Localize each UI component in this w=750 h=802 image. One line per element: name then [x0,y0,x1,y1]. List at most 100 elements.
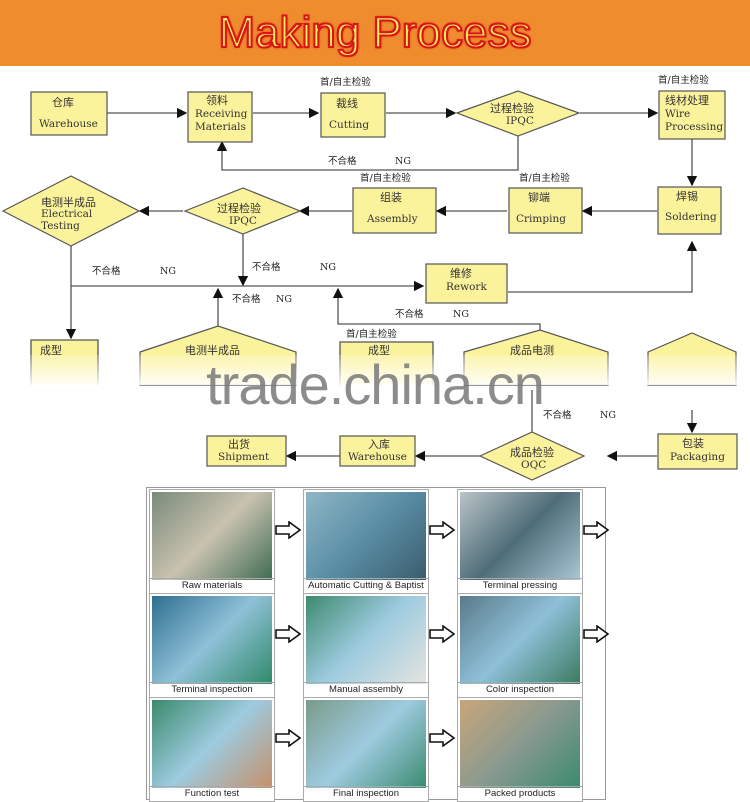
node-wire-processing: 线材处理 Wire Processing [658,90,726,140]
node-soldering: 焊锡 Soldering [657,186,722,235]
node-shipment: 出货 Shipment [206,435,287,467]
process-photo [460,492,580,580]
node-crimping: 铆端 Crimping [508,187,583,234]
photo-caption: Color inspection [458,682,582,697]
first-inspection-label: 首/自主检验 [658,74,709,86]
photo-caption: Raw materials [150,578,274,593]
node-label-cn: 电测半成品 [41,195,96,209]
node-label-cn: 过程检验 [217,201,261,215]
right-outline-arrow-icon [429,625,455,643]
node-label-en: Shipment [218,451,270,463]
fail-label: 不合格 [92,265,121,277]
node-ipqc-2: 过程检验 IPQC [183,187,302,235]
process-flowchart: 仓库 Warehouse 领料 Receiving Materials 首/自主… [1,74,738,481]
photo-cell: Color inspection [457,593,583,698]
ng-label: NG [160,266,176,277]
process-photo [152,492,272,580]
right-outline-arrow-icon [275,625,301,643]
node-label-cn: 焊锡 [676,189,698,203]
fail-label: 不合格 [232,293,261,305]
right-outline-arrow-icon [583,521,609,539]
node-label-en: Cutting [329,119,369,131]
fail-label: 不合格 [395,308,424,320]
node-label-cn: 出货 [228,437,250,451]
node-packaging: 包装 Packaging [657,433,738,470]
first-inspection-label: 首/自主检验 [360,172,411,184]
node-cutting: 裁线 Cutting [320,92,386,138]
photo-cell: Manual assembly [303,593,429,698]
photo-cell: Raw materials [149,489,275,594]
node-label-cn: 领料 [206,93,228,107]
node-assembly: 组装 Assembly [352,187,437,234]
process-photo [306,700,426,788]
node-label-en: Electrical [41,208,93,220]
right-outline-arrow-icon [583,625,609,643]
node-label-cn: 铆端 [528,190,550,204]
node-label-cn: 线材处理 [665,93,709,107]
right-outline-arrow-icon [429,729,455,747]
first-inspection-label: 首/自主检验 [346,328,397,340]
edge-ipqc1-fail [216,136,519,171]
node-label-cn: 成品检验 [510,445,554,459]
photo-cell: Automatic Cutting & Baptist tin [303,489,429,605]
node-electrical-testing: 电测半成品 Electrical Testing [1,175,141,247]
process-photo [306,492,426,580]
edge-finaltest-fail [332,287,541,330]
node-receiving: 领料 Receiving Materials [187,91,253,143]
right-outline-arrow-icon [429,521,455,539]
first-inspection-label: 首/自主检验 [519,172,570,184]
process-photo [306,596,426,684]
node-ipqc-1: 过程检验 IPQC [455,90,581,137]
node-label-cn: 仓库 [52,95,74,109]
photo-cell: Terminal pressing [457,489,583,594]
photo-caption: Packed products [458,786,582,801]
blurred-band [0,355,750,385]
node-label-cn: 成品电测 [510,344,554,357]
photo-cell: Final inspection [303,697,429,802]
ng-label: NG [600,410,616,421]
node-label-en: Soldering [665,211,717,223]
node-label-cn: 过程检验 [490,101,534,115]
process-photo [460,596,580,684]
node-label-cn: 组装 [380,190,402,204]
node-label-en: Packaging [670,451,725,463]
fail-label: 不合格 [252,261,281,273]
node-label-en: Materials [195,121,246,133]
process-photo [152,596,272,684]
node-label-en: Receiving [195,108,248,120]
node-label-en: Processing [665,121,723,133]
edge-rework-soldering [508,240,698,293]
node-label-cn: 成型 [368,343,390,357]
node-label-en: Wire [665,108,690,120]
node-label-en: Assembly [366,213,418,225]
node-label-en: IPQC [506,115,534,127]
photo-caption: Manual assembly [304,682,428,697]
photo-cell: Packed products [457,697,583,802]
first-inspection-label: 首/自主检验 [320,76,371,88]
photo-caption: Terminal inspection [150,682,274,697]
node-label-en: IPQC [229,215,257,227]
node-label-en: Warehouse [39,118,98,130]
connectors [65,107,698,462]
node-label-en: OQC [521,459,546,471]
fail-label: 不合格 [543,409,572,421]
node-label-en: Testing [41,220,80,232]
ng-label: NG [395,156,411,167]
photo-cell: Function test [149,697,275,802]
photo-caption: Function test [150,786,274,801]
ng-label: NG [453,309,469,320]
right-outline-arrow-icon [275,521,301,539]
node-label-en: Crimping [516,213,566,225]
process-photo-grid: Raw materials Automatic Cutting & Baptist… [146,487,609,802]
process-photo [152,700,272,788]
node-label-cn: 包装 [682,437,704,450]
node-warehouse-out: 入库 Warehouse [339,435,416,467]
photo-cell: Terminal inspection [149,593,275,698]
photo-caption: Automatic Cutting & Baptist tin [304,578,428,605]
node-label-en: Rework [446,281,487,293]
node-label-cn: 裁线 [336,96,358,110]
fail-label: 不合格 [328,155,357,167]
node-label-cn: 电测半成品 [185,343,240,357]
photo-caption: Final inspection [304,786,428,801]
node-label-en: Warehouse [348,451,407,463]
